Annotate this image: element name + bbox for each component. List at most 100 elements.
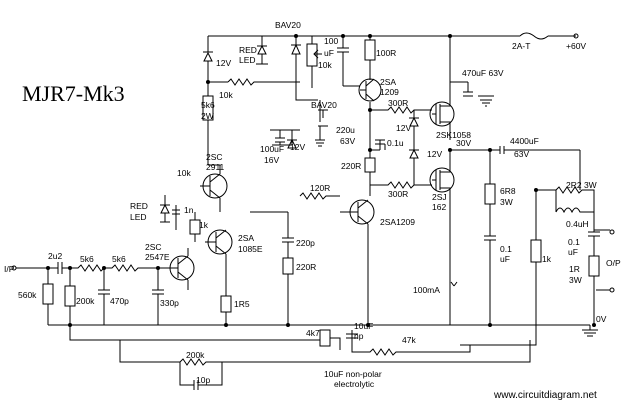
- r5k6-in1-label: 5k6: [80, 254, 94, 264]
- current-marker: [450, 281, 458, 287]
- np-note-b-label: electrolytic: [334, 379, 375, 389]
- transistor-2sa1209-bottom: [340, 199, 375, 325]
- bav20-mid-label: BAV20: [311, 100, 337, 110]
- cap-01u-out-b-label: uF: [568, 247, 578, 257]
- r1r5-label: 1R5: [234, 299, 250, 309]
- ground-rail: [48, 324, 598, 337]
- output-label: O/P: [606, 258, 621, 268]
- r5k6-in2-label: 5k6: [112, 254, 126, 264]
- ground-label: 0V: [596, 314, 607, 324]
- cap-2u2-label: 2u2: [48, 251, 62, 261]
- cap-01u-b-label: uF: [500, 254, 510, 264]
- q-2sj162-b-label: 162: [432, 202, 446, 212]
- zener-b-label: 12V: [427, 149, 442, 159]
- red-led-top: [257, 36, 267, 64]
- supply-voltage-label: +60V: [566, 41, 586, 51]
- transistor-2sa1085e: [205, 229, 233, 290]
- resistor-1r5: [220, 290, 232, 325]
- cap-470uf-label: 470uF 63V: [462, 68, 504, 78]
- np-note-a-label: 10uF non-polar: [324, 369, 382, 379]
- inductor-label: 0.4uH: [566, 219, 589, 229]
- cap-4400uf: [490, 146, 581, 190]
- output-inductor: [536, 186, 595, 230]
- cap-470uf: [450, 81, 494, 107]
- cap-100uf-a-label: 100: [324, 36, 338, 46]
- output-terminal-bottom: [609, 287, 615, 293]
- q-2sc2911-b-label: 2911: [206, 162, 225, 172]
- gate-resistors-300r: [370, 106, 432, 189]
- cap-10u-b-label: np: [354, 331, 364, 341]
- resistor-120r: [299, 192, 340, 200]
- transistor-2sc2547e: [168, 248, 195, 290]
- q-2sc2547-a-label: 2SC: [145, 242, 162, 252]
- cap-100uf-b-label: uF: [324, 48, 334, 58]
- mosfet-2sk1058: [429, 36, 455, 140]
- cap-01u-a-label: 0.1: [500, 244, 512, 254]
- cap-220p-label: 220p: [296, 238, 315, 248]
- resistor-220r-a: [364, 150, 376, 196]
- q-2sc2911-a-label: 2SC: [206, 152, 223, 162]
- cap-220u-a-label: 220u: [336, 125, 355, 135]
- cap-100uf-16v-a-label: 100uF: [260, 144, 284, 154]
- input-label: I/P: [4, 264, 15, 274]
- cap-100uf: [337, 36, 349, 86]
- transistor-2sa1209-top: [358, 72, 382, 150]
- junction-dots: [46, 34, 596, 327]
- vas-bias-network: [202, 36, 300, 165]
- input-network: [11, 262, 168, 325]
- cap-10u-a-label: 10uF: [354, 321, 373, 331]
- r47k-label: 47k: [402, 335, 416, 345]
- bias-current-label: 100mA: [413, 285, 440, 295]
- r10k-mid-label: 10k: [219, 90, 233, 100]
- q-bottom-label: 2SA1209: [380, 217, 415, 227]
- q-top-b-label: 1209: [380, 87, 399, 97]
- r200k-fb-label: 200k: [186, 350, 205, 360]
- cap-4400uf-b-label: 63V: [514, 149, 529, 159]
- r2r2-label: 2R2 3W: [566, 180, 597, 190]
- cap-4400uf-a-label: 4400uF: [510, 136, 539, 146]
- cap-220p-r220r: [250, 211, 294, 325]
- transistor-2sc2911: [200, 164, 228, 212]
- r300r-a-label: 300R: [388, 98, 408, 108]
- schematic-title: MJR7-Mk3: [22, 81, 125, 106]
- current-source-network: [291, 36, 376, 122]
- feedback-network: [69, 325, 471, 356]
- r1k-out-label: 1k: [542, 254, 552, 264]
- r1r-a-label: 1R: [569, 264, 580, 274]
- cap-01u-mid-label: 0.1u: [387, 138, 404, 148]
- gate-zeners: [409, 110, 419, 185]
- fuse-symbol: [519, 32, 549, 40]
- website-label: www.circuitdiagram.net: [493, 390, 597, 401]
- resistor-10k-mid: [227, 78, 300, 86]
- zener-top-label: 12V: [216, 58, 231, 68]
- fuse-label: 2A-T: [512, 41, 530, 51]
- zener-a-label: 12V: [396, 123, 411, 133]
- r6r8-b-label: 3W: [500, 197, 513, 207]
- red-led-mid: [160, 195, 180, 230]
- cap-0-1u-mid: [370, 139, 386, 151]
- bav20-top-label: BAV20: [275, 20, 301, 30]
- mid-voltage-label: 30V: [456, 138, 471, 148]
- r1k-top-label: 1k: [199, 220, 209, 230]
- output-terminal-top: [609, 229, 615, 235]
- cap-470p-label: 470p: [110, 296, 129, 306]
- cap-220u: [315, 109, 328, 147]
- supply-rail: [208, 32, 579, 40]
- r300r-b-label: 300R: [388, 189, 408, 199]
- q-2sa1085-b-label: 1085E: [238, 244, 263, 254]
- r5k6-a-label: 5k6: [201, 100, 215, 110]
- q-2sa1085-a-label: 2SA: [238, 233, 254, 243]
- q-top-a-label: 2SA: [380, 77, 396, 87]
- cap-100uf-16v: [270, 129, 300, 149]
- zobel-network: [484, 160, 496, 325]
- r100r-label: 100R: [376, 48, 396, 58]
- zener-mid-label: 12V: [290, 142, 305, 152]
- bootstrap-network: [119, 340, 531, 390]
- q-2sc2547-b-label: 2547E: [145, 252, 170, 262]
- cap-10p-label: 10p: [196, 375, 210, 385]
- supply-terminal: [573, 33, 579, 39]
- r4k7-label: 4k7: [306, 328, 320, 338]
- cap-220u-b-label: 63V: [340, 136, 355, 146]
